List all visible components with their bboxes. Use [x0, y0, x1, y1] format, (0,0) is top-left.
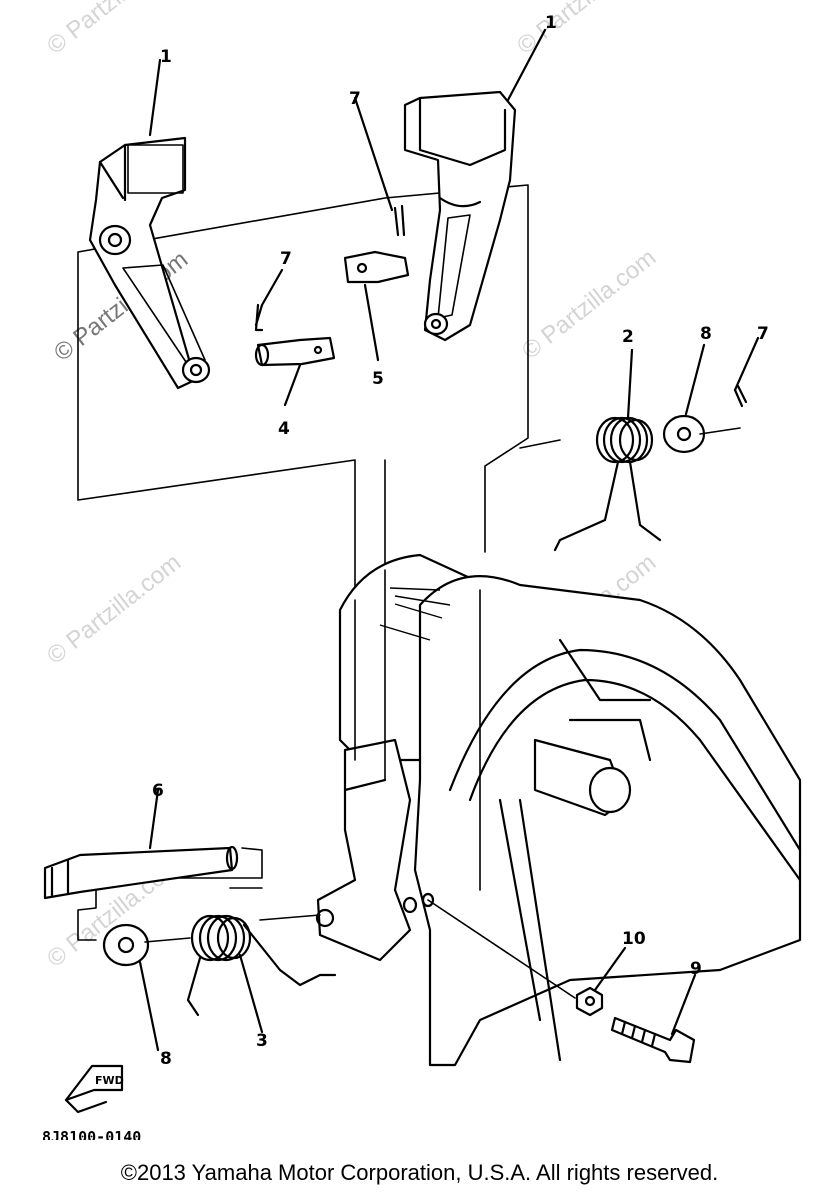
- bolt-9: [610, 973, 697, 1064]
- callout-1-right: 1: [545, 13, 557, 33]
- callout-3: 3: [256, 1031, 268, 1051]
- clevis-pin-4: [254, 336, 336, 407]
- callout-1-left: 1: [160, 47, 172, 67]
- callout-8-lower: 8: [160, 1049, 172, 1069]
- parts-diagram: © Partzilla.com © Partzilla.com © Partzi…: [42, 0, 802, 1140]
- clevis-pin-5: [343, 250, 410, 362]
- pivot-bolt-6: [43, 788, 239, 900]
- watermark: © Partzilla.com: [517, 244, 661, 365]
- copyright-notice: ©2013 Yamaha Motor Corporation, U.S.A. A…: [120, 1160, 719, 1185]
- cotter-pin-middle: [353, 96, 394, 212]
- callout-6: 6: [152, 781, 164, 801]
- diagram-code: 8J8100-0140: [42, 1128, 141, 1140]
- torsion-spring-3: [144, 914, 337, 1034]
- assembly-outline-upper: [77, 184, 529, 601]
- callout-8-upper: 8: [700, 324, 712, 344]
- callout-7-middle: 7: [349, 89, 361, 109]
- washer-8-lower: [102, 923, 160, 1052]
- watermark: © Partzilla.com: [42, 549, 186, 670]
- cotter-pin-left: [254, 268, 284, 327]
- callout-7-right: 7: [757, 324, 769, 344]
- forward-arrow-icon: FWD: [64, 1064, 124, 1114]
- pedal-arm-right: [403, 28, 547, 342]
- frame-body: [315, 553, 802, 1067]
- callout-2: 2: [622, 327, 634, 347]
- cotter-pin-right: [733, 336, 760, 392]
- callout-10: 10: [622, 929, 646, 949]
- callout-4: 4: [278, 419, 290, 439]
- nut-10: [427, 899, 627, 1017]
- callout-5: 5: [372, 369, 384, 389]
- fwd-label: FWD: [95, 1074, 124, 1087]
- pedal-arm-left: [88, 58, 211, 390]
- callout-7-left: 7: [280, 249, 292, 269]
- callout-9: 9: [690, 959, 702, 979]
- torsion-spring-2: [553, 348, 662, 552]
- washer-8-upper: [662, 343, 706, 454]
